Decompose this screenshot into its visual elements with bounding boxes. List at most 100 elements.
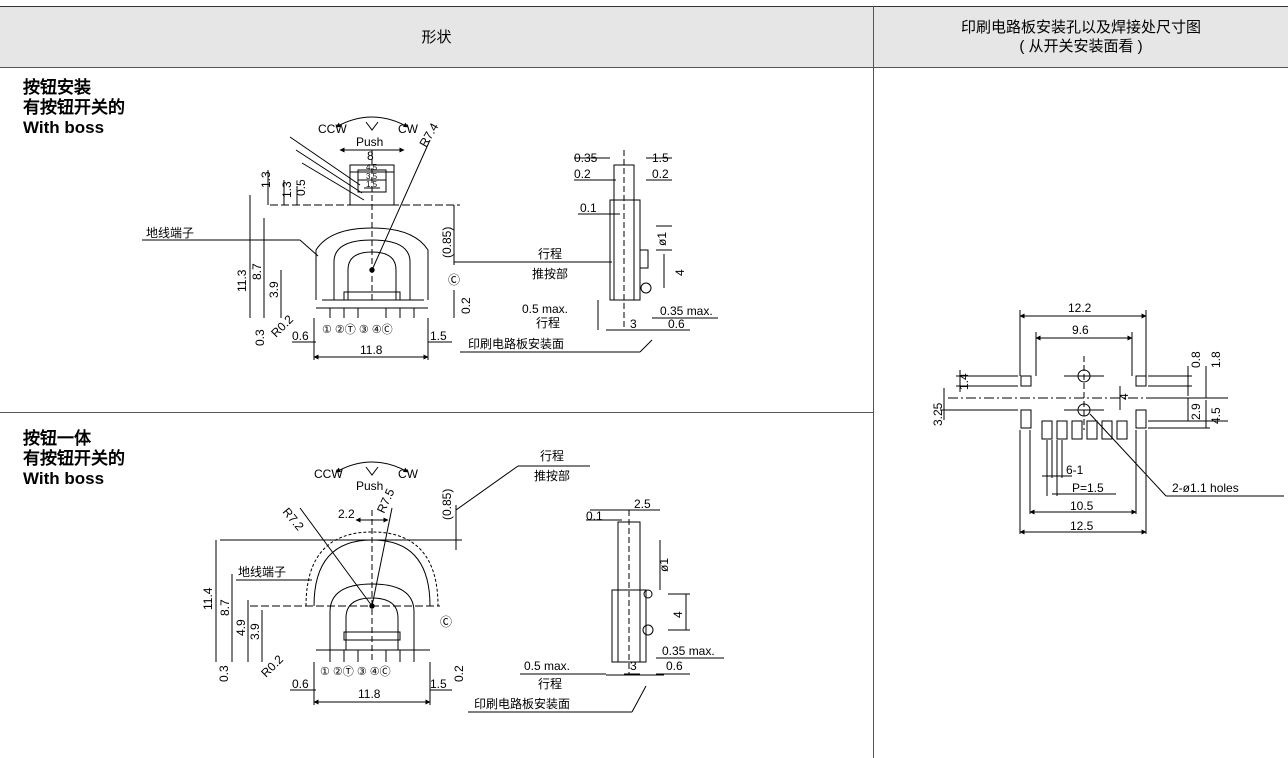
label-0-35-max: 0.35 max.: [662, 644, 715, 658]
label-push: Push: [356, 479, 383, 493]
section1-side-view: [460, 150, 718, 353]
label-0-35-max: 0.35 max.: [660, 304, 713, 318]
dim-4: 4: [673, 269, 687, 276]
section1-side-labels: 行程 推按部 0.35 1.5 0.2 0.2 0.1 ø1 4 0.5 max…: [468, 151, 713, 351]
label-pcb-face: 印刷电路板安装面: [474, 696, 570, 711]
dim-11-8: 11.8: [358, 687, 381, 701]
label-ground-terminal: 地线端子: [238, 565, 286, 579]
label-cw: CW: [398, 467, 419, 481]
dim-3: 3: [630, 659, 637, 673]
dim-0-2: 0.2: [459, 297, 473, 314]
dim-0-1: 0.1: [586, 509, 603, 523]
dim-1-3a: 1.3: [259, 171, 273, 188]
dim-11-4: 11.4: [201, 587, 215, 610]
dim-1-8: 1.8: [1209, 351, 1223, 368]
section2-front-view: [215, 461, 590, 705]
label-stroke: 行程: [538, 246, 562, 261]
terminal-numbers: ① ②Ⓣ ③ ④Ⓒ: [322, 323, 393, 336]
label-cw: CW: [398, 122, 419, 136]
dim-0-3: 0.3: [253, 329, 267, 346]
label-holes: 2-ø1.1 holes: [1172, 481, 1239, 495]
section2-side-view: [468, 509, 724, 713]
dim-8-7: 8.7: [250, 263, 264, 280]
label-push-part: 推按部: [534, 468, 570, 483]
section1-front-labels: CCW Push CW R7.4 8 4.5 3.5 1.5 1.3 1.3 0…: [146, 120, 473, 357]
label-stroke-2: 行程: [538, 676, 562, 691]
pcb-hole-labels: 12.2 9.6 0.8 1.8 1.4 3.25 4 2.9 4.5 6-1 …: [931, 301, 1239, 533]
dim-6-1: 6-1: [1066, 463, 1084, 477]
dim-3-25: 3.25: [931, 402, 945, 426]
section2-title-line: 有按钮开关的: [23, 449, 125, 468]
dim-phi1: ø1: [655, 232, 669, 246]
header-pcb-label-1: 印刷电路板安装孔以及焊接处尺寸图: [960, 19, 1201, 36]
dim-9-6: 9.6: [1072, 323, 1089, 337]
dim-2-2: 2.2: [338, 507, 355, 521]
dim-3-5: 3.5: [366, 172, 378, 181]
label-stroke: 行程: [540, 448, 564, 463]
section2-front-labels: CCW Push CW R7.2 R7.5 2.2 (0.85) 行程 推按部 …: [201, 448, 570, 701]
label-c-mark: Ⓒ: [440, 615, 452, 629]
dim-0-6: 0.6: [668, 317, 685, 331]
section1-title-line: 按钮安装: [23, 78, 91, 97]
dim-1-5b: 1.5: [430, 329, 447, 343]
dim-0-85: (0.85): [440, 489, 454, 520]
dim-4-9: 4.9: [234, 619, 248, 636]
row-divider: [0, 412, 873, 413]
dim-3-9: 3.9: [248, 623, 262, 640]
dim-1-4: 1.4: [957, 373, 971, 390]
dim-r7-2: R7.2: [280, 505, 307, 534]
terminal-numbers: ① ②Ⓣ ③ ④Ⓒ: [320, 665, 391, 678]
section2-title-line: With boss: [23, 469, 105, 488]
dim-4: 4: [671, 611, 685, 618]
section2-title: 按钮一体 有按钮开关的 With boss: [23, 429, 125, 489]
label-ground-terminal: 地线端子: [146, 226, 194, 240]
dim-3-9: 3.9: [267, 281, 281, 298]
label-0-5-max: 0.5 max.: [522, 302, 568, 316]
dim-1-5: 1.5: [652, 151, 669, 165]
dim-0-3: 0.3: [217, 665, 231, 682]
label-stroke-2: 行程: [536, 315, 560, 330]
dim-8: 8: [367, 149, 374, 163]
dim-12-2: 12.2: [1068, 301, 1092, 315]
dim-0-6: 0.6: [666, 659, 683, 673]
header-pcb-column: 印刷电路板安装孔以及焊接处尺寸图 ( 从开关安装面看 ): [874, 6, 1288, 68]
dim-phi1: ø1: [657, 558, 671, 572]
label-ccw: CCW: [318, 122, 347, 136]
label-pcb-face: 印刷电路板安装面: [468, 336, 564, 351]
section2-title-line: 按钮一体: [23, 429, 91, 448]
section1-front-view: [142, 116, 528, 360]
dim-10-5: 10.5: [1070, 499, 1094, 513]
dim-0-6: 0.6: [292, 329, 309, 343]
dim-0-85: (0.85): [440, 227, 454, 258]
dim-pitch: P=1.5: [1072, 481, 1104, 495]
dim-0-35: 0.35: [574, 151, 598, 165]
dim-11-3: 11.3: [235, 269, 249, 292]
header-shape-label: 形状: [421, 28, 452, 46]
dim-2-9: 2.9: [1189, 403, 1203, 420]
label-0-5-max: 0.5 max.: [524, 659, 570, 673]
dim-2-5: 2.5: [634, 497, 651, 511]
dim-1-3b: 1.3: [280, 181, 294, 198]
dim-0-2b: 0.2: [652, 167, 669, 181]
label-c-mark: Ⓒ: [448, 273, 460, 287]
dim-11-8: 11.8: [360, 343, 383, 357]
dim-12-5: 12.5: [1070, 519, 1094, 533]
label-push: Push: [356, 135, 383, 149]
column-divider: [873, 6, 874, 758]
dim-0-1: 0.1: [580, 201, 597, 215]
header-pcb-label-2: ( 从开关安装面看 ): [1019, 38, 1143, 55]
dim-0-8: 0.8: [1189, 351, 1203, 368]
dim-0-5: 0.5: [294, 179, 308, 196]
dim-4: 4: [1117, 393, 1131, 400]
dim-0-2a: 0.2: [574, 167, 591, 181]
dim-1-5: 1.5: [366, 180, 378, 189]
pcb-hole-layout: [940, 310, 1284, 535]
section1-title-line: With boss: [23, 118, 105, 137]
section1-title-line: 有按钮开关的: [23, 98, 125, 117]
dim-1-5: 1.5: [430, 677, 447, 691]
dim-8-7: 8.7: [218, 599, 232, 616]
dim-4-5: 4.5: [1209, 407, 1223, 424]
dim-0-2: 0.2: [452, 665, 466, 682]
